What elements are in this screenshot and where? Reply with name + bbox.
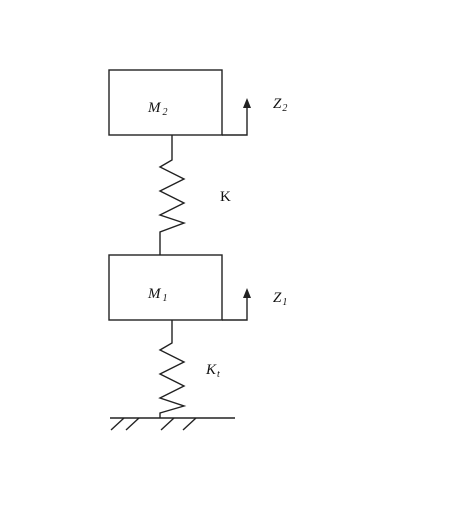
lower-mass-box bbox=[108, 254, 223, 321]
upper-spring-label: K bbox=[220, 189, 231, 205]
ground bbox=[110, 417, 235, 431]
lower-displacement-label: Z1 bbox=[273, 290, 287, 308]
upper-displacement-arrow bbox=[222, 98, 251, 136]
upper-mass-box bbox=[108, 69, 223, 136]
lower-spring bbox=[158, 320, 187, 418]
upper-displacement-label: Z2 bbox=[273, 96, 287, 114]
lower-displacement-arrow bbox=[222, 288, 251, 321]
upper-spring bbox=[158, 135, 187, 255]
lower-spring-label: Kt bbox=[205, 362, 220, 380]
